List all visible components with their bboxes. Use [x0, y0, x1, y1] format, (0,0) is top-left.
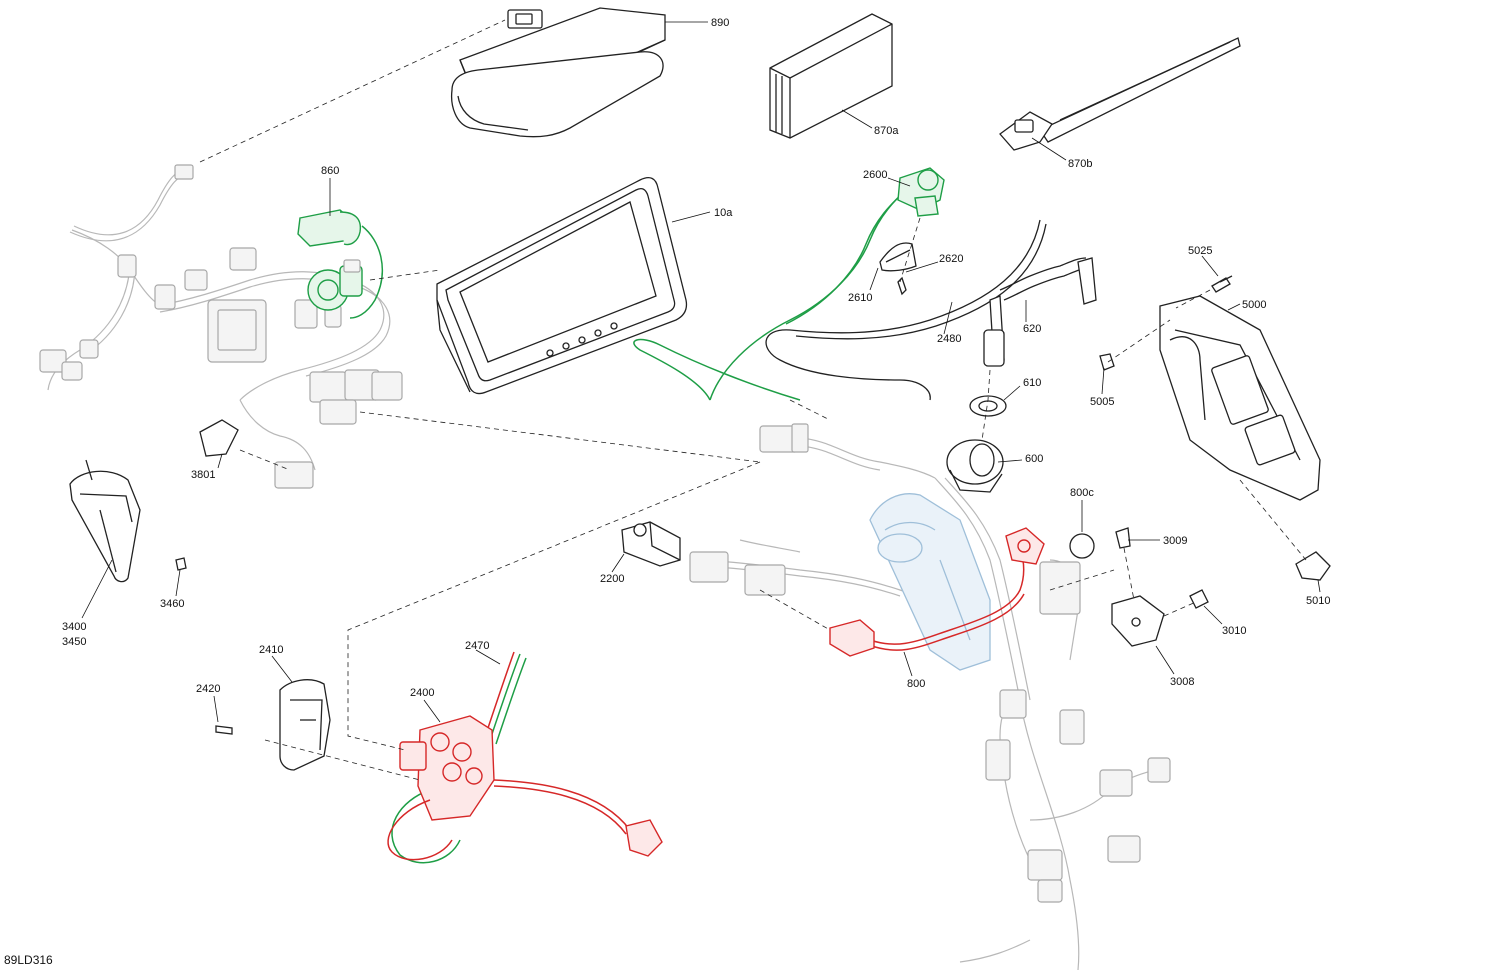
part-2610-clip — [879, 242, 917, 272]
label-5025: 5025 — [1188, 245, 1212, 257]
label-2610: 2610 — [848, 292, 872, 304]
label-800c: 800c — [1070, 487, 1094, 499]
assembly-dash-lines — [199, 19, 1307, 781]
label-5000: 5000 — [1242, 299, 1266, 311]
ghost-harness-center — [689, 423, 1171, 971]
label-2410: 2410 — [259, 644, 283, 656]
part-2200-sensor — [621, 521, 681, 567]
part-2410-housing — [279, 679, 331, 771]
label-620: 620 — [1023, 323, 1041, 335]
part-3400-cover — [69, 459, 141, 583]
part-10a-display — [436, 177, 688, 395]
label-2470: 2470 — [465, 640, 489, 652]
part-labels: 890 870a 870b 860 10a 2600 2620 2610 248… — [62, 17, 1330, 699]
label-2400: 2400 — [410, 687, 434, 699]
label-860: 860 — [321, 165, 339, 177]
label-10a: 10a — [714, 207, 733, 219]
part-2480-cable — [765, 219, 1047, 401]
part-2400-switch-pack — [387, 651, 663, 864]
part-890-tray — [450, 7, 666, 138]
label-2620: 2620 — [939, 253, 963, 265]
label-3450: 3450 — [62, 636, 86, 648]
part-870b-cable-tie — [999, 37, 1241, 151]
label-800: 800 — [907, 678, 925, 690]
drawing-id: 89LD316 — [4, 953, 53, 967]
part-3010-screw — [1189, 589, 1209, 609]
label-890: 890 — [711, 17, 729, 29]
part-800c-cap — [1069, 533, 1095, 559]
part-860-connector — [297, 209, 383, 319]
part-5000-module — [1159, 295, 1321, 501]
label-2420: 2420 — [196, 683, 220, 695]
label-2600: 2600 — [863, 169, 887, 181]
label-3460: 3460 — [160, 598, 184, 610]
part-2600-green-harness — [633, 167, 945, 401]
part-5010-clip — [1295, 551, 1331, 581]
label-610: 610 — [1023, 377, 1041, 389]
ghost-harness-left — [39, 164, 403, 489]
part-870a-block — [769, 13, 893, 139]
label-3010: 3010 — [1222, 625, 1246, 637]
part-2620-screw — [897, 276, 907, 296]
part-3801-grommet — [199, 419, 239, 457]
label-3801: 3801 — [191, 469, 215, 481]
part-620-lanyard — [983, 257, 1097, 367]
label-2480: 2480 — [937, 333, 961, 345]
part-600-switch — [946, 439, 1004, 493]
label-870b: 870b — [1068, 158, 1092, 170]
label-600: 600 — [1025, 453, 1043, 465]
label-3400: 3400 — [62, 621, 86, 633]
part-2420-screw — [215, 725, 233, 735]
part-3008-bracket — [1111, 595, 1165, 647]
label-870a: 870a — [874, 125, 899, 137]
part-3009-screw — [1115, 527, 1131, 549]
part-5005-clip — [1099, 353, 1115, 371]
label-3009: 3009 — [1163, 535, 1187, 547]
label-3008: 3008 — [1170, 676, 1194, 688]
part-3460-screw — [175, 557, 187, 571]
label-5010: 5010 — [1306, 595, 1330, 607]
label-5005: 5005 — [1090, 396, 1114, 408]
leader-lines — [81, 21, 1321, 723]
part-5025-bolt — [1211, 275, 1233, 293]
part-800-red-harness — [829, 527, 1045, 657]
label-2200: 2200 — [600, 573, 624, 585]
